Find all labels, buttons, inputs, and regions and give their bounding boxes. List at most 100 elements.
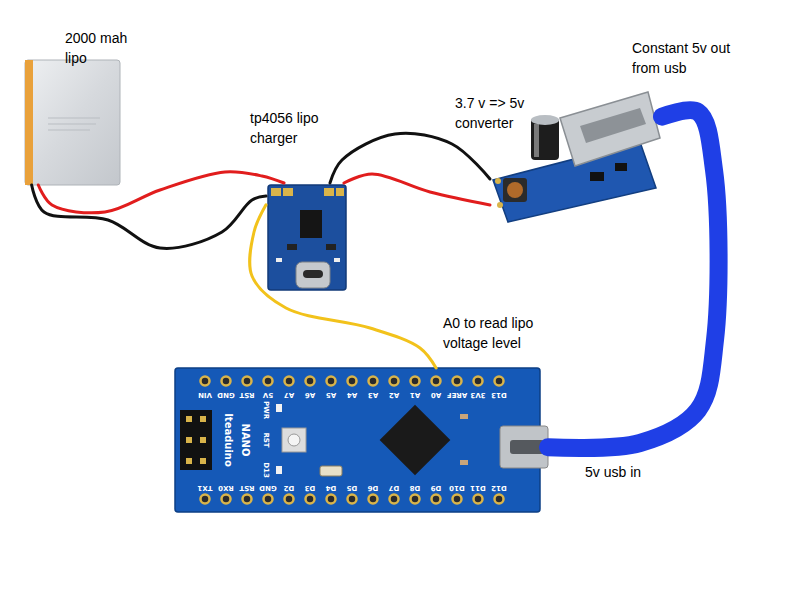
pin-hole bbox=[495, 377, 504, 386]
pin-name: D4 bbox=[326, 484, 337, 491]
pin-hole bbox=[264, 495, 273, 504]
pin-hole bbox=[390, 377, 399, 386]
diode bbox=[615, 163, 627, 171]
usb-a-port bbox=[560, 92, 660, 166]
solder-pad bbox=[497, 202, 503, 208]
pin-hole bbox=[411, 377, 420, 386]
reset-button bbox=[282, 428, 306, 452]
smd-part bbox=[287, 244, 297, 250]
usb-cable bbox=[548, 110, 719, 448]
callout-text: A0 to read lipo voltage level bbox=[443, 313, 561, 353]
battery-print bbox=[48, 118, 100, 119]
pin-name: D3 bbox=[305, 484, 316, 491]
part-heading: tp4056 lipo charger bbox=[250, 108, 335, 148]
pin-name: RX0 bbox=[218, 484, 234, 491]
micro-usb-slot bbox=[510, 440, 544, 454]
battery-print bbox=[48, 124, 96, 125]
board-silkscreen: NANO bbox=[240, 424, 250, 457]
led bbox=[276, 258, 282, 262]
led bbox=[276, 466, 282, 474]
pin-hole bbox=[348, 495, 357, 504]
smd-part bbox=[326, 244, 336, 250]
arduino-nano bbox=[175, 368, 548, 512]
header-pin bbox=[200, 437, 206, 443]
pin-name: TX1 bbox=[197, 484, 212, 491]
solder-pad bbox=[495, 178, 501, 184]
header-pin bbox=[186, 416, 192, 422]
pin-hole bbox=[495, 495, 504, 504]
pin-name: 5V bbox=[263, 391, 273, 398]
pin-name: D2 bbox=[284, 484, 295, 491]
led bbox=[276, 404, 282, 412]
usb-c-slot bbox=[303, 270, 323, 278]
pin-name: 3V3 bbox=[470, 391, 485, 398]
smd-part bbox=[460, 460, 468, 465]
pin-hole bbox=[327, 495, 336, 504]
pin-hole bbox=[474, 377, 483, 386]
pin-hole bbox=[306, 377, 315, 386]
pin-hole bbox=[390, 495, 399, 504]
pin-hole bbox=[432, 377, 441, 386]
converter-node: 3.7 v => 5v converter bbox=[490, 88, 662, 218]
pin-name: RST bbox=[239, 484, 254, 491]
pin-name: VIN bbox=[198, 391, 212, 398]
led bbox=[334, 258, 340, 262]
button-name: RST bbox=[262, 432, 269, 447]
solder-pad bbox=[336, 188, 344, 196]
pin-name: A2 bbox=[389, 391, 399, 398]
usb-c-port bbox=[296, 262, 330, 288]
usb-a-inner bbox=[580, 108, 646, 143]
pin-name: A6 bbox=[305, 391, 315, 398]
led-name: D13 bbox=[262, 462, 269, 478]
pin-name: RST bbox=[239, 391, 254, 398]
arduino-node: IteaduinoNANO bbox=[175, 368, 548, 512]
pin-name: A7 bbox=[284, 391, 294, 398]
battery-node: 2000 mah lipo bbox=[25, 60, 120, 185]
pin-name: GND bbox=[259, 484, 276, 491]
pin-name: D8 bbox=[410, 484, 421, 491]
converter-chip bbox=[590, 172, 604, 181]
pin-name: D11 bbox=[470, 484, 486, 491]
black-wire bbox=[330, 133, 490, 183]
pin-hole bbox=[369, 377, 378, 386]
pin-name: A3 bbox=[368, 391, 378, 398]
header-pin bbox=[200, 416, 206, 422]
battery-print bbox=[48, 130, 90, 131]
solder-pad bbox=[283, 188, 293, 196]
pin-hole bbox=[306, 495, 315, 504]
header-pin bbox=[186, 458, 192, 464]
pin-name: D5 bbox=[347, 484, 358, 491]
inductor bbox=[503, 178, 527, 202]
pin-hole bbox=[432, 495, 441, 504]
pin-name: D13 bbox=[491, 391, 507, 398]
header-pin bbox=[200, 458, 206, 464]
part-heading: 3.7 v => 5v converter bbox=[455, 93, 540, 133]
inductor-coil bbox=[507, 182, 523, 198]
boost-converter bbox=[493, 92, 660, 222]
pin-hole bbox=[201, 495, 210, 504]
capacitor-stripe bbox=[534, 124, 539, 157]
pin-hole bbox=[243, 495, 252, 504]
pin-hole bbox=[285, 377, 294, 386]
battery-tape bbox=[25, 60, 33, 185]
red-wire bbox=[344, 174, 490, 205]
pin-hole bbox=[411, 495, 420, 504]
microcontroller-chip bbox=[380, 405, 451, 476]
red-wire bbox=[38, 172, 284, 213]
pin-name: D6 bbox=[368, 484, 379, 491]
nano-pcb bbox=[175, 368, 540, 512]
pin-hole bbox=[222, 495, 231, 504]
charger-chip bbox=[300, 210, 322, 238]
pin-hole bbox=[369, 495, 378, 504]
header-pin bbox=[186, 437, 192, 443]
callout-text: 5v usb in bbox=[585, 462, 641, 482]
charger-node: tp4056 lipo charger bbox=[266, 183, 348, 292]
pin-name: A5 bbox=[326, 391, 336, 398]
smd-part bbox=[460, 414, 468, 419]
pin-name: GND bbox=[217, 391, 234, 398]
tp4056-board bbox=[268, 185, 346, 290]
capacitor-top bbox=[531, 115, 559, 125]
